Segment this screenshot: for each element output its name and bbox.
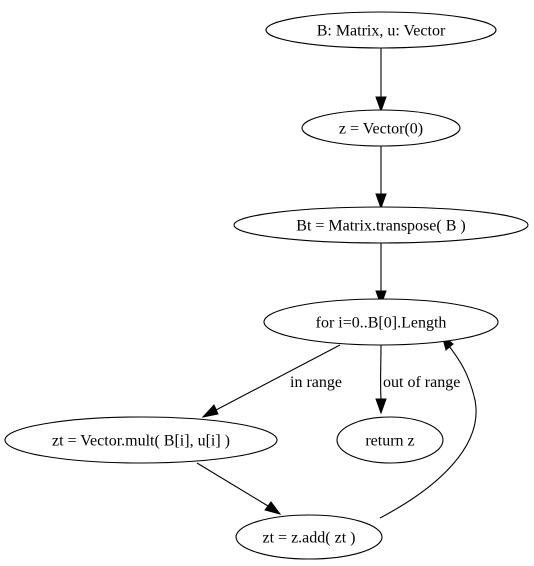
edge-transpose-to-loop: [375, 243, 387, 307]
node-return: return z: [336, 416, 444, 464]
edge-params-to-init: [375, 48, 387, 113]
edge-loop-to-return: [375, 344, 387, 415]
node-return-label: return z: [365, 433, 414, 450]
node-params: B: Matrix, u: Vector: [265, 11, 497, 49]
node-transpose-label: Bt = Matrix.transpose( B ): [296, 218, 465, 235]
edge-mult-to-add: [196, 462, 282, 515]
node-mult-label: zt = Vector.mult( B[i], u[i] ): [52, 433, 230, 450]
edge-init-to-transpose: [375, 146, 387, 210]
node-init-z: z = Vector(0): [301, 109, 461, 147]
edge-loop-to-mult: [201, 344, 341, 418]
node-params-label: B: Matrix, u: Vector: [317, 23, 446, 40]
edge-label-out-of-range: out of range: [383, 374, 460, 391]
node-transpose: Bt = Matrix.transpose( B ): [233, 206, 529, 244]
node-mult: zt = Vector.mult( B[i], u[i] ): [4, 416, 278, 464]
node-add-label: zt = z.add( zt ): [263, 530, 356, 547]
node-loop-label: for i=0..B[0].Length: [316, 315, 447, 332]
edge-label-in-range: in range: [290, 374, 342, 391]
node-loop: for i=0..B[0].Length: [263, 298, 499, 346]
node-add: zt = z.add( zt ): [235, 514, 383, 560]
node-init-z-label: z = Vector(0): [339, 121, 423, 138]
